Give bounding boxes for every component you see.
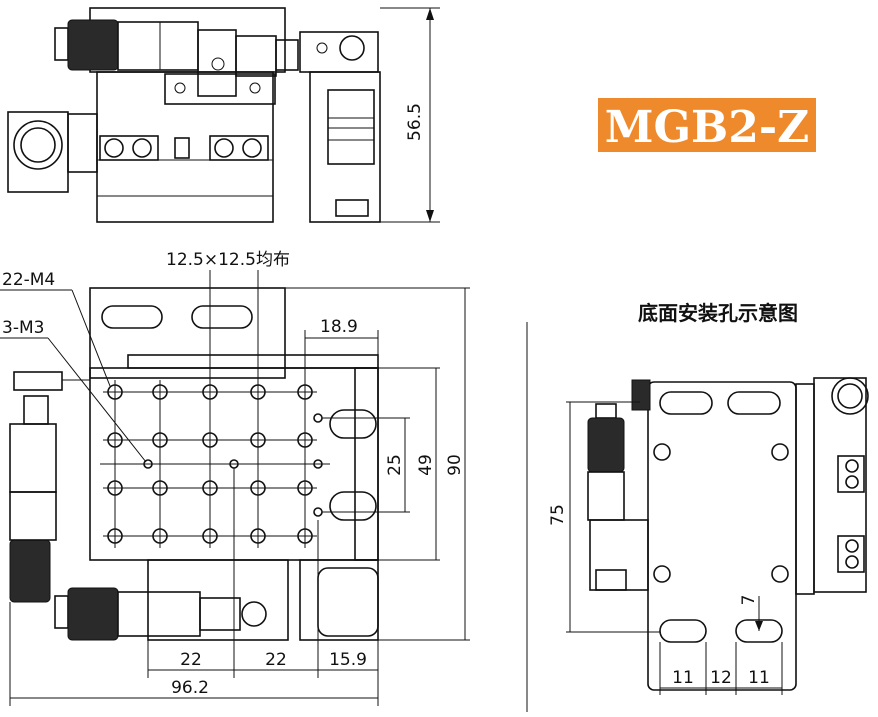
dim-56-5-label: 56.5: [405, 103, 425, 141]
plan-view: 22-M4 3-M3 12.5×12.5均布 18.9 25 49 90 22 …: [0, 250, 470, 706]
m3-holes: [143, 413, 323, 517]
dim-25-label: 25: [385, 454, 405, 476]
model-badge: MGB2-Z: [598, 98, 816, 153]
side-right-clamp: [299, 31, 379, 73]
dim-15-9-label: 15.9: [329, 650, 367, 670]
side-top-block: [89, 7, 286, 73]
dim-49-label: 49: [416, 454, 436, 476]
m4-leader-line: [71, 289, 111, 387]
bottom-view: 底面安装孔示意图 75 7: [548, 301, 869, 695]
hole-pitch-label: 12.5×12.5均布: [166, 250, 290, 270]
model-badge-title: MGB2-Z: [605, 102, 809, 153]
side-left-mount: [7, 111, 69, 193]
plan-left-thimble: [9, 539, 51, 603]
side-view: 56.5: [7, 7, 440, 223]
side-screws: [99, 135, 269, 161]
bottom-left-thimble: [587, 417, 625, 473]
m4-holes-label: 22-M4: [2, 270, 55, 290]
model-badge-background: [598, 98, 816, 152]
dim-7-label: 7: [739, 595, 759, 606]
dim-22a-label: 22: [180, 650, 202, 670]
plan-bottom-thimble: [67, 587, 119, 641]
dim-11a-label: 11: [672, 668, 694, 688]
m3-leader-line: [47, 337, 147, 463]
bottom-view-title: 底面安装孔示意图: [638, 301, 798, 325]
dim-11b-label: 11: [748, 668, 770, 688]
side-right-micrometer: [327, 89, 375, 165]
m3-holes-label: 3-M3: [2, 318, 44, 338]
dim-12-label: 12: [710, 668, 732, 688]
plan-back-plate: [89, 287, 286, 379]
dim-18-9-label: 18.9: [320, 317, 358, 337]
dim-75-label: 75: [548, 504, 568, 526]
plan-bottom-scale: [117, 591, 201, 637]
side-left-knob: [13, 120, 63, 170]
side-micrometer-thimble: [67, 19, 119, 71]
side-micrometer-scale: [117, 21, 199, 71]
dim-96-2-label: 96.2: [171, 678, 209, 698]
dim-90-label: 90: [445, 454, 465, 476]
plan-left-scale: [9, 423, 57, 493]
bottom-plate: [647, 381, 797, 691]
dim-22b-label: 22: [265, 650, 287, 670]
